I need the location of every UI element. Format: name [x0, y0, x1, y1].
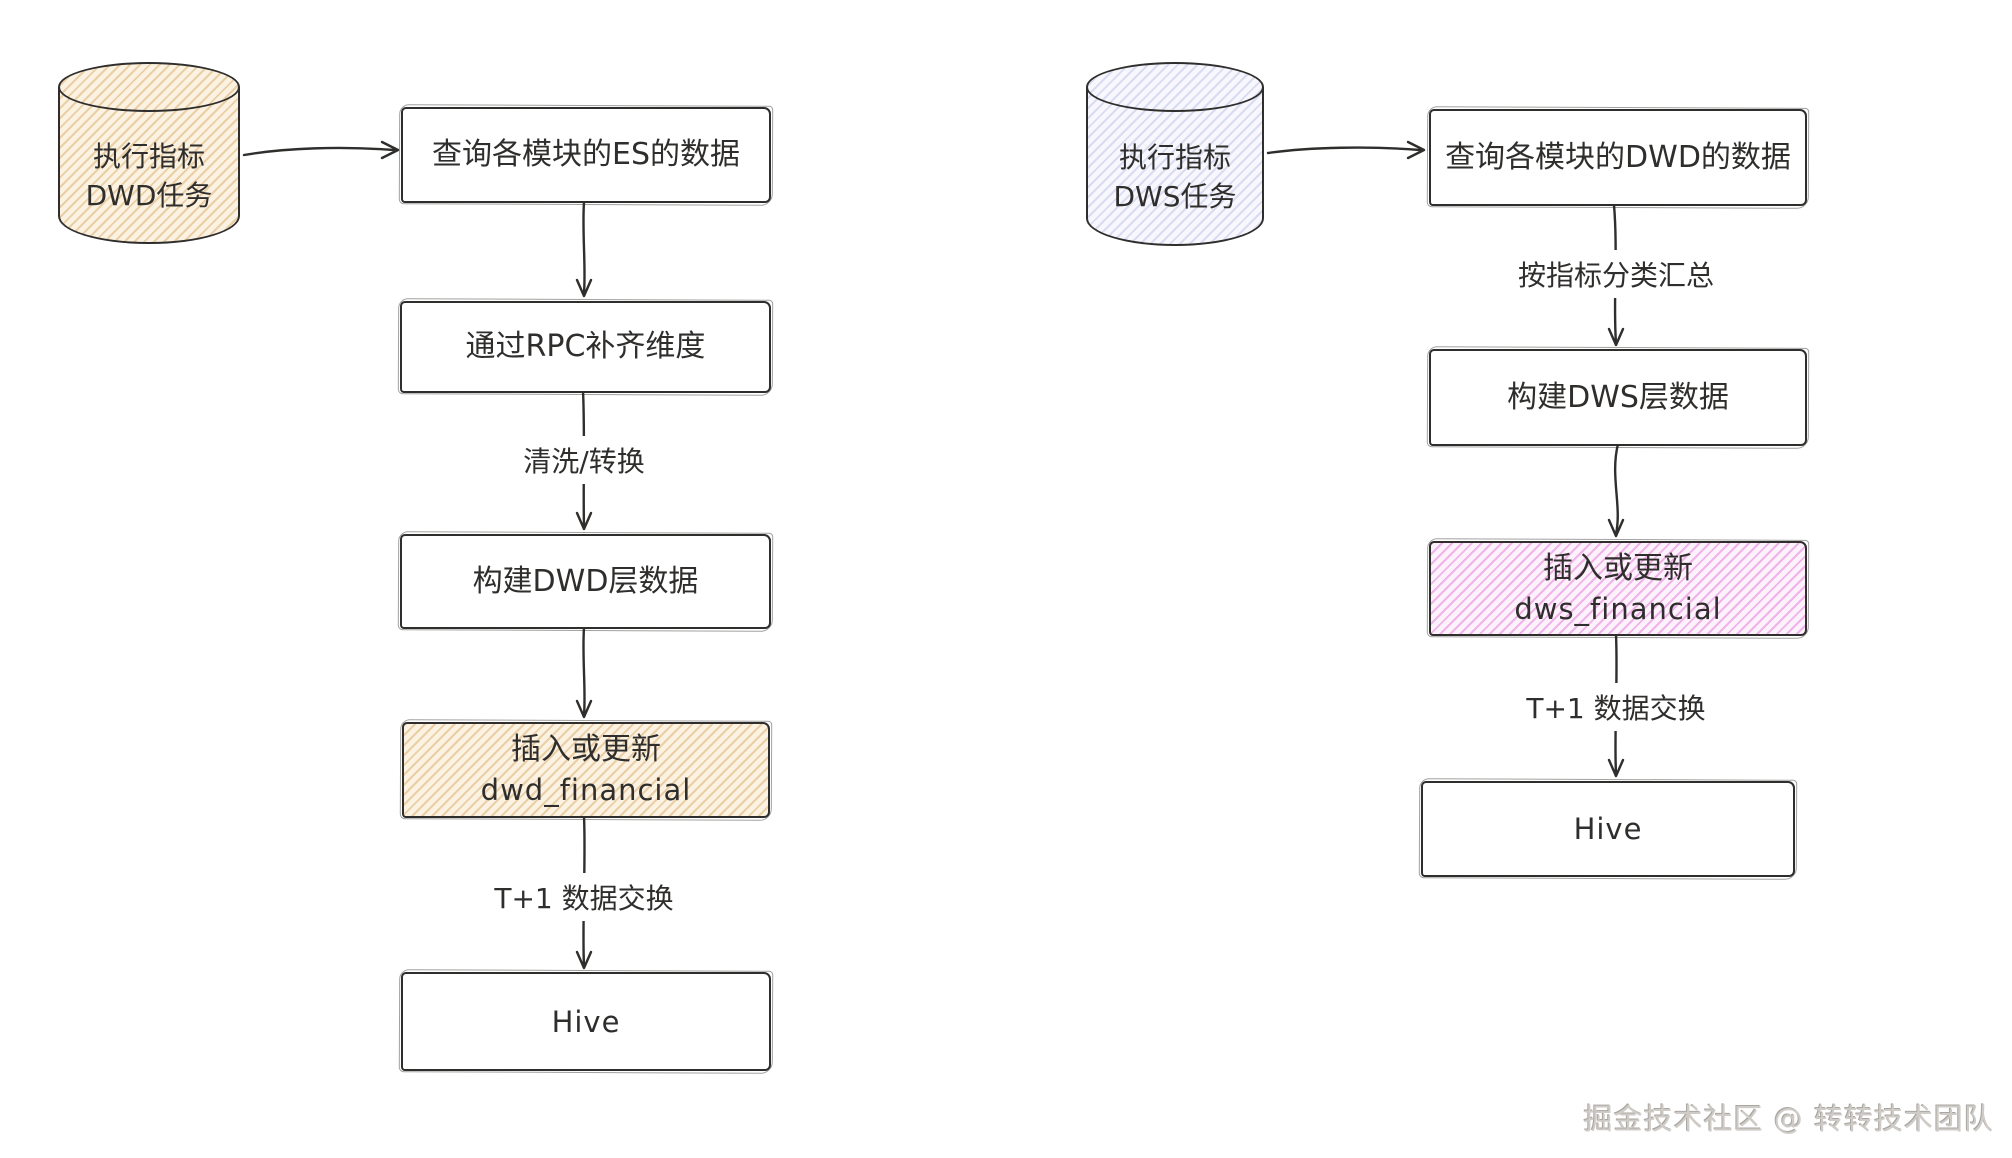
node-label: Hive [1573, 812, 1643, 846]
cylinder-label-line1: 执行指标 [92, 140, 205, 173]
cylinder-label-line1: 执行指标 [1118, 141, 1231, 174]
node-hive-dws: Hive [1421, 781, 1795, 877]
node-label-line2: dws_financial [1514, 591, 1722, 626]
edge-label-t1-data-exchange-dws: T+1 数据交换 [1514, 683, 1718, 731]
arrow-dwd-query-to-rpc [575, 200, 593, 298]
node-label-line1: 插入或更新 [1543, 550, 1693, 586]
cylinder-top-ellipse [1086, 62, 1264, 112]
node-label: 通过RPC补齐维度 [465, 329, 706, 364]
edge-label-t1-data-exchange-dwd: T+1 数据交换 [482, 873, 686, 921]
watermark-text: 掘金技术社区 @ 转转技术团队 [1583, 1102, 1994, 1136]
database-cylinder-dws-task: 执行指标 DWS任务 [1086, 62, 1264, 246]
database-cylinder-dwd-task: 执行指标 DWD任务 [58, 62, 240, 244]
cylinder-body [1086, 87, 1264, 246]
cylinder-label: 执行指标 DWS任务 [1086, 118, 1264, 236]
edge-label-clean-transform: 清洗/转换 [511, 436, 657, 484]
edge-label-group-by-metric: 按指标分类汇总 [1505, 250, 1727, 298]
cylinder-label-line2: DWD任务 [85, 179, 213, 212]
node-build-dws-layer: 构建DWS层数据 [1429, 349, 1807, 446]
node-query-dwd-data: 查询各模块的DWD的数据 [1429, 109, 1807, 206]
arrow-dwd-build-to-upsert [575, 626, 593, 719]
node-upsert-dws-financial: 插入或更新 dws_financial [1429, 541, 1807, 636]
node-label: Hive [551, 1004, 621, 1039]
cylinder-top-ellipse [58, 62, 240, 112]
node-label: 构建DWS层数据 [1507, 379, 1729, 415]
node-rpc-fill-dimensions: 通过RPC补齐维度 [400, 301, 771, 393]
cylinder-body [58, 87, 240, 244]
cylinder-label-line2: DWS任务 [1113, 180, 1237, 213]
node-hive-dwd: Hive [401, 972, 771, 1071]
cylinder-label: 执行指标 DWD任务 [58, 118, 240, 234]
node-upsert-dwd-financial: 插入或更新 dwd_financial [402, 722, 770, 818]
node-build-dwd-layer: 构建DWD层数据 [400, 534, 771, 629]
node-label: 构建DWD层数据 [472, 563, 699, 599]
arrow-dws-build-to-upsert [1607, 442, 1625, 538]
node-label-line2: dwd_financial [480, 773, 692, 807]
node-label: 查询各模块的ES的数据 [432, 137, 740, 172]
arrow-dws-cylinder-to-query [1266, 140, 1426, 160]
node-label-line1: 插入或更新 [511, 732, 661, 767]
arrow-dwd-cylinder-to-query [242, 140, 400, 160]
node-query-es-data: 查询各模块的ES的数据 [401, 107, 771, 203]
node-label: 查询各模块的DWD的数据 [1445, 139, 1791, 175]
